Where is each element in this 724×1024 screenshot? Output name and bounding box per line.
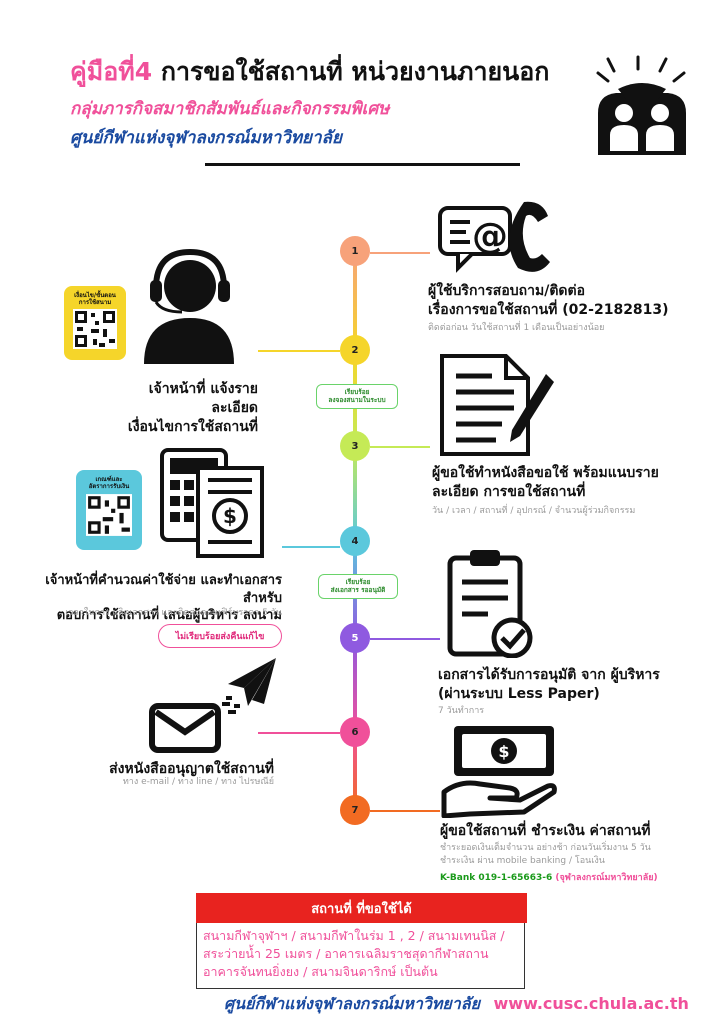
step-number-3: 3 (340, 431, 370, 461)
qr-card-conditions[interactable]: เงื่อนไข/ขั้นตอน การใช้สนาม (64, 286, 126, 360)
step-1-subtitle: ติดต่อก่อน วันใช้สถานที่ 1 เดือนเป็นอย่า… (428, 323, 605, 333)
qr-card-fees[interactable]: เกณฑ์และ อัตราการรับเงิน (76, 470, 142, 550)
step-7-subtitle: ชำระยอดเงินเต็มจำนวน อย่างช้า ก่อนวันเริ… (440, 843, 651, 866)
calculator-invoice-icon: $ (160, 448, 264, 558)
people-group-icon (596, 55, 686, 155)
step-3-title: ผู้ขอใช้ทำหนังสือขอใช้ พร้อมแนบราย ละเอี… (432, 465, 659, 500)
connector-line (370, 638, 440, 640)
qr-code-icon (86, 494, 132, 537)
step-2-title: เจ้าหน้าที่ แจ้งรายละเอียด เงื่อนไขการใช… (127, 381, 258, 435)
connector-line (258, 350, 340, 352)
subtitle-department: กลุ่มภารกิจสมาชิกสัมพันธ์และกิจกรรมพิเศษ (70, 99, 390, 119)
step-6-subtitle: ทาง e-mail / ทาง line / ทาง ไปรษณีย์ (122, 777, 274, 787)
page-title: คู่มือที่4 การขอใช้สถานที่ หน่วยงานภายนอ… (70, 52, 549, 92)
title-main: การขอใช้สถานที่ หน่วยงานภายนอก (160, 57, 550, 86)
places-heading: สถานที่ ที่ขอใช้ได้ (196, 893, 527, 923)
status-badge-submitted: เรียบร้อย ส่งเอกสาร รออนุมัติ (318, 574, 398, 599)
timeline-segment (353, 638, 357, 732)
connector-line (282, 546, 340, 548)
connector-line (370, 446, 430, 448)
svg-text:$: $ (498, 742, 509, 761)
subtitle-organization: ศูนย์กีฬาแห่งจุฬาลงกรณ์มหาวิทยาลัย (70, 128, 342, 148)
headset-agent-icon (144, 248, 234, 364)
footer-organization: ศูนย์กีฬาแห่งจุฬาลงกรณ์มหาวิทยาลัย (224, 994, 480, 1013)
qr-code-icon (73, 309, 117, 350)
step-7-title: ผู้ขอใช้สถานที่ ชำระเงิน ค่าสถานที่ (440, 823, 651, 839)
qr-label-fees: เกณฑ์และ อัตราการรับเงิน (88, 476, 130, 491)
step-number-7: 7 (340, 795, 370, 825)
step-number-6: 6 (340, 717, 370, 747)
footer: ศูนย์กีฬาแห่งจุฬาลงกรณ์มหาวิทยาลัย www.c… (224, 992, 689, 1017)
step-4-subtitle: เวลาในการ ผลิตเอกสาร และติดต่อคอนเฟิร์มร… (65, 608, 282, 618)
clipboard-check-icon (447, 550, 533, 658)
bank-account-number: K-Bank 019-1-65663-6 (440, 873, 553, 883)
timeline-segment (353, 732, 357, 810)
timeline-segment (353, 250, 357, 350)
step-1-title: ผู้ใช้บริการสอบถาม/ติดต่อ เรื่องการขอใช้… (428, 283, 669, 318)
header-divider (205, 163, 520, 166)
title-accent: คู่มือที่4 (70, 57, 153, 86)
step-number-1: 1 (340, 236, 370, 266)
footer-website-link[interactable]: www.cusc.chula.ac.th (493, 994, 689, 1013)
step-3-subtitle: วัน / เวลา / สถานที่ / อุปกรณ์ / จำนวนผู… (432, 506, 636, 516)
connector-line (370, 252, 430, 254)
phone-at-icon: @ (438, 201, 550, 273)
mail-paperplane-icon (149, 658, 276, 753)
bank-account: K-Bank 019-1-65663-6 (จุฬาลงกรณ์มหาวิทยา… (440, 870, 658, 884)
places-list: สนามกีฬาจุฬาฯ / สนามกีฬาในร่ม 1 , 2 / สน… (196, 923, 525, 989)
document-pen-icon (440, 354, 554, 456)
svg-text:@: @ (472, 216, 508, 257)
status-badge-booked: เรียบร้อย ลงจองสนามในระบบ (316, 384, 398, 409)
step-4-title: เจ้าหน้าที่คำนวณค่าใช้จ่าย และทำเอกสาร ส… (45, 573, 282, 624)
status-badge-returned: ไม่เรียบร้อยส่งคืนแก้ไข (158, 624, 282, 648)
step-number-5: 5 (340, 623, 370, 653)
step-5-subtitle: 7 วันทำการ (438, 706, 485, 716)
timeline-segment (353, 446, 357, 540)
step-6-title: ส่งหนังสืออนุญาตใช้สถานที่ (109, 761, 274, 777)
bank-account-name: (จุฬาลงกรณ์มหาวิทยาลัย) (555, 873, 658, 883)
qr-label-conditions: เงื่อนไข/ขั้นตอน การใช้สนาม (74, 292, 116, 307)
step-5-title: เอกสารได้รับการอนุมัติ จาก ผู้บริหาร (ผ่… (438, 667, 660, 702)
step-number-2: 2 (340, 335, 370, 365)
connector-line (370, 810, 440, 812)
connector-line (258, 732, 340, 734)
step-number-4: 4 (340, 526, 370, 556)
hand-money-icon: $ (441, 726, 557, 818)
svg-text:$: $ (223, 504, 237, 528)
